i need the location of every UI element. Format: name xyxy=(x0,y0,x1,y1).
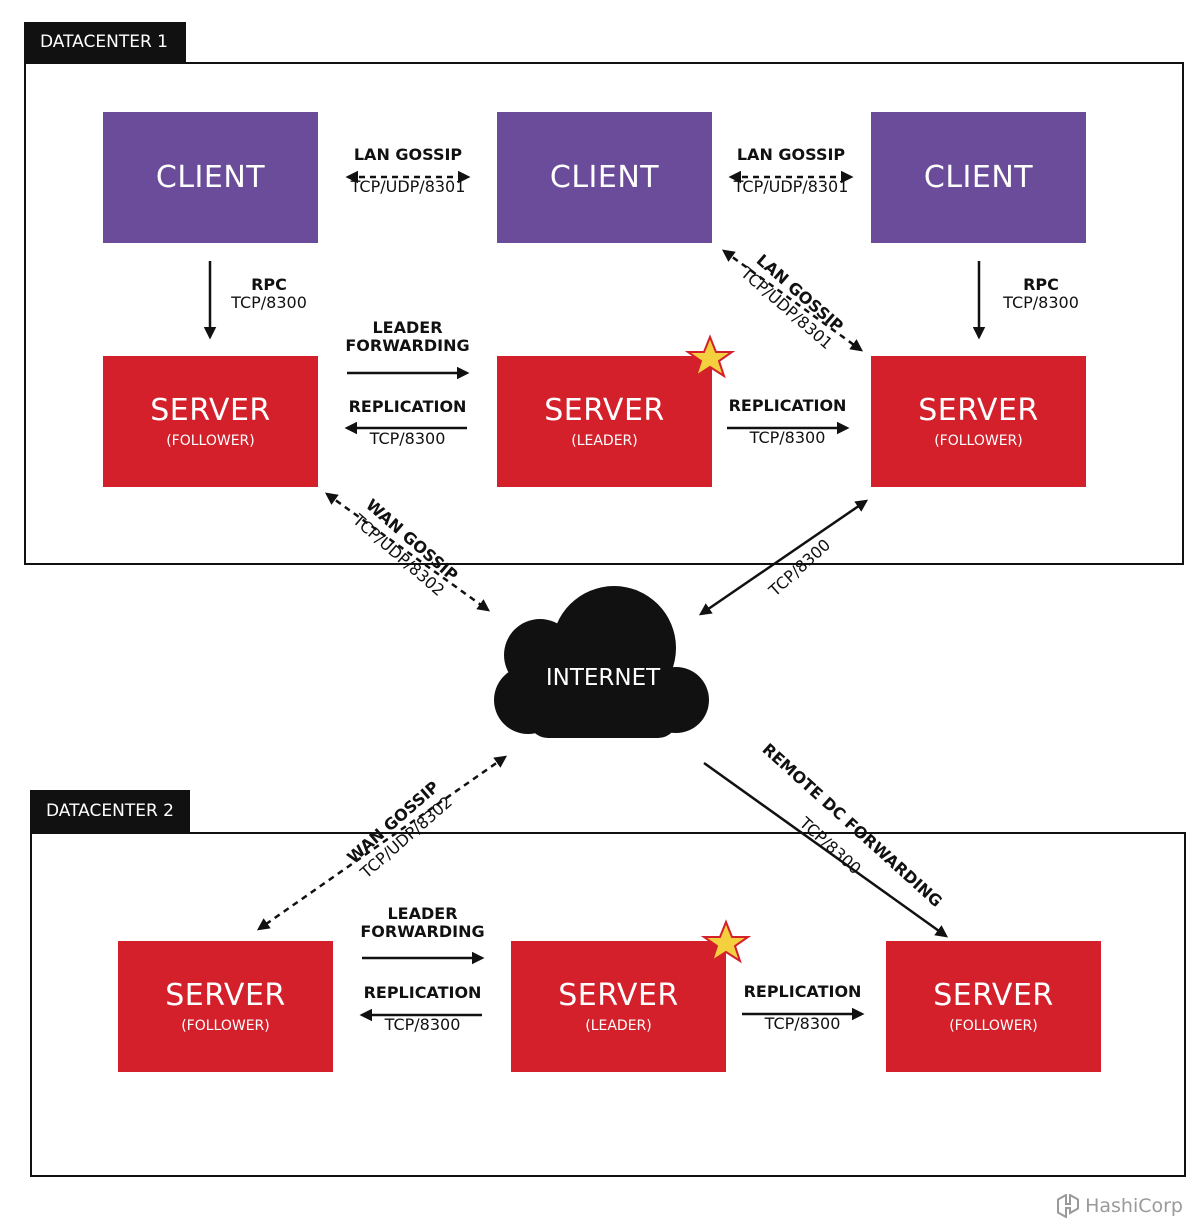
server-role: (LEADER) xyxy=(585,1018,652,1034)
protocol-port: TCP/8300 xyxy=(369,429,446,449)
datacenter1-tab: DATACENTER 1 xyxy=(24,22,186,62)
protocol-name: RPC xyxy=(251,275,287,294)
star-icon xyxy=(684,334,736,379)
hashicorp-logo-icon xyxy=(1057,1194,1080,1218)
server-role: (FOLLOWER) xyxy=(934,433,1023,449)
dc1-lan-gossip-diagonal-arrow xyxy=(721,249,864,352)
dc1-client-3: CLIENT xyxy=(871,112,1086,243)
server-role: (FOLLOWER) xyxy=(166,433,255,449)
leader-forwarding-line1: LEADER xyxy=(372,318,443,337)
dc2-replication-left-label: REPLICATION TCP/8300 xyxy=(345,983,500,1035)
wan-gossip-dc2-arrow xyxy=(256,755,508,931)
protocol-port: TCP/8300 xyxy=(1003,293,1079,313)
server-title: SERVER xyxy=(544,393,665,428)
dc1-server-leader: SERVER (LEADER) xyxy=(497,356,712,487)
dc1-server-follower-2: SERVER (FOLLOWER) xyxy=(871,356,1086,487)
datacenter2-frame xyxy=(30,832,1186,1177)
dc1-replication-left-label: REPLICATION TCP/8300 xyxy=(330,397,485,449)
tcp-dc1-arrow xyxy=(698,499,869,616)
server-title: SERVER xyxy=(933,978,1054,1013)
dc1-replication-right-label: REPLICATION TCP/8300 xyxy=(710,396,865,448)
dc2-replication-right-label: REPLICATION TCP/8300 xyxy=(725,982,880,1034)
dc2-server-leader: SERVER (LEADER) xyxy=(511,941,726,1072)
star-icon xyxy=(700,919,752,964)
server-role: (FOLLOWER) xyxy=(181,1018,270,1034)
server-role: (LEADER) xyxy=(571,433,638,449)
datacenter1-label: DATACENTER 1 xyxy=(40,32,168,52)
remote-dc-forwarding-arrow xyxy=(703,761,949,938)
dc2-server-follower-1: SERVER (FOLLOWER) xyxy=(118,941,333,1072)
client-title: CLIENT xyxy=(155,160,266,195)
protocol-name: REPLICATION xyxy=(363,983,482,1002)
cloud-icon xyxy=(494,586,709,738)
dc1-client-2: CLIENT xyxy=(497,112,712,243)
server-title: SERVER xyxy=(918,393,1039,428)
leader-forwarding-line2: FORWARDING xyxy=(345,336,470,356)
server-title: SERVER xyxy=(150,393,271,428)
server-title: SERVER xyxy=(165,978,286,1013)
protocol-name: REPLICATION xyxy=(743,982,862,1001)
protocol-port: TCP/8300 xyxy=(764,1014,841,1034)
client-title: CLIENT xyxy=(549,160,660,195)
brand-name: HashiCorp xyxy=(1085,1195,1183,1217)
dc1-leader-forwarding-label: LEADER FORWARDING xyxy=(330,318,485,356)
dc1-server-follower-1: SERVER (FOLLOWER) xyxy=(103,356,318,487)
client-title: CLIENT xyxy=(923,160,1034,195)
dc2-server-follower-2: SERVER (FOLLOWER) xyxy=(886,941,1101,1072)
dc1-rpc-right-label: RPC TCP/8300 xyxy=(996,275,1086,313)
protocol-name: RPC xyxy=(1023,275,1059,294)
datacenter1-frame xyxy=(24,62,1184,565)
wan-gossip-dc1-arrow xyxy=(324,492,491,612)
dc1-rpc-left-label: RPC TCP/8300 xyxy=(224,275,314,313)
datacenter2-tab: DATACENTER 2 xyxy=(30,790,190,832)
server-role: (FOLLOWER) xyxy=(949,1018,1038,1034)
protocol-port: TCP/8300 xyxy=(231,293,307,313)
protocol-name: REPLICATION xyxy=(728,396,847,415)
protocol-port: TCP/8300 xyxy=(749,428,826,448)
protocol-name: REPLICATION xyxy=(348,397,467,416)
protocol-name: LAN GOSSIP xyxy=(736,145,846,164)
internet-label: INTERNET xyxy=(546,665,661,691)
protocol-name: LAN GOSSIP xyxy=(353,145,463,164)
protocol-port: TCP/8300 xyxy=(384,1015,461,1035)
hashicorp-brand: HashiCorp xyxy=(1057,1194,1183,1218)
dc1-client-1: CLIENT xyxy=(103,112,318,243)
datacenter2-label: DATACENTER 2 xyxy=(46,801,174,821)
server-title: SERVER xyxy=(558,978,679,1013)
